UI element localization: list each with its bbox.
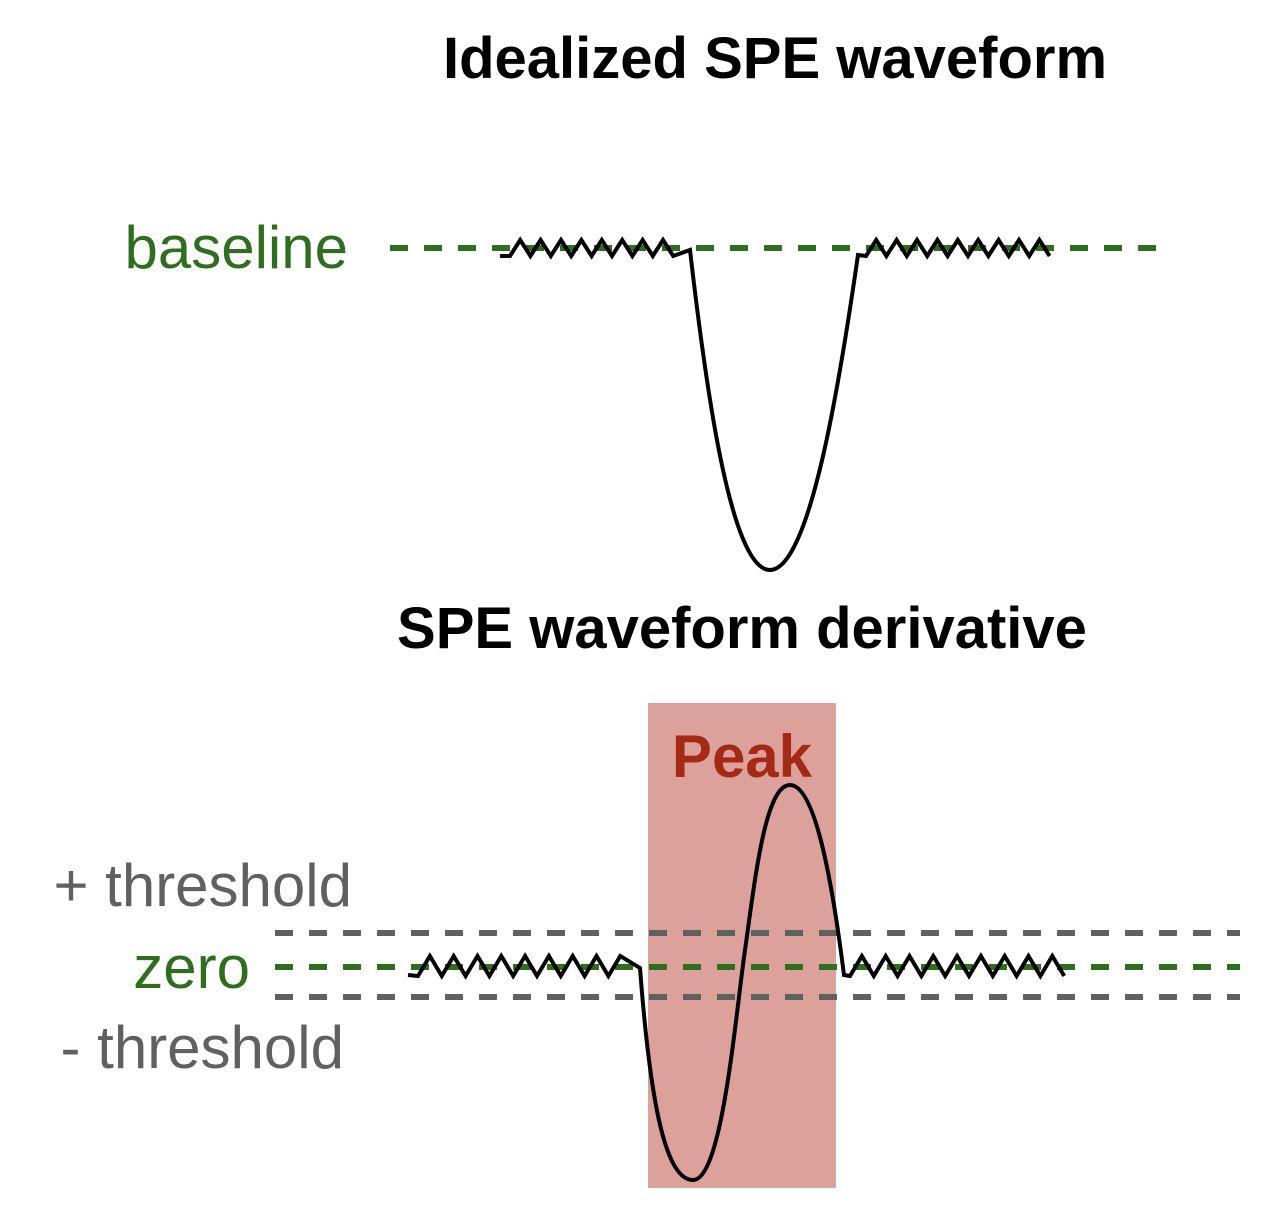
baseline-label: baseline: [124, 214, 348, 281]
zero-label: zero: [133, 934, 250, 1001]
derivative-waveform-curve: [407, 782, 1066, 1183]
plus-threshold-label: + threshold: [53, 852, 352, 919]
spe-waveform-curve: [500, 236, 1052, 573]
bottom-title: SPE waveform derivative: [397, 596, 1087, 661]
minus-threshold-label: - threshold: [61, 1014, 344, 1081]
peak-label: Peak: [672, 723, 813, 790]
top-title: Idealized SPE waveform: [443, 26, 1107, 91]
peak-region: [648, 703, 836, 1188]
